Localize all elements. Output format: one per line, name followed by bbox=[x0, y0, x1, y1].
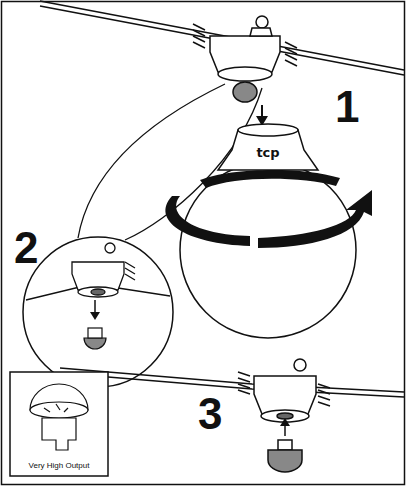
brand-logo: tcp bbox=[256, 146, 279, 159]
callout-number: 2 bbox=[14, 226, 38, 270]
callout-number: 1 bbox=[335, 85, 359, 129]
callout-number: 3 bbox=[198, 392, 222, 436]
variant-caption: Very High Output bbox=[29, 462, 90, 470]
